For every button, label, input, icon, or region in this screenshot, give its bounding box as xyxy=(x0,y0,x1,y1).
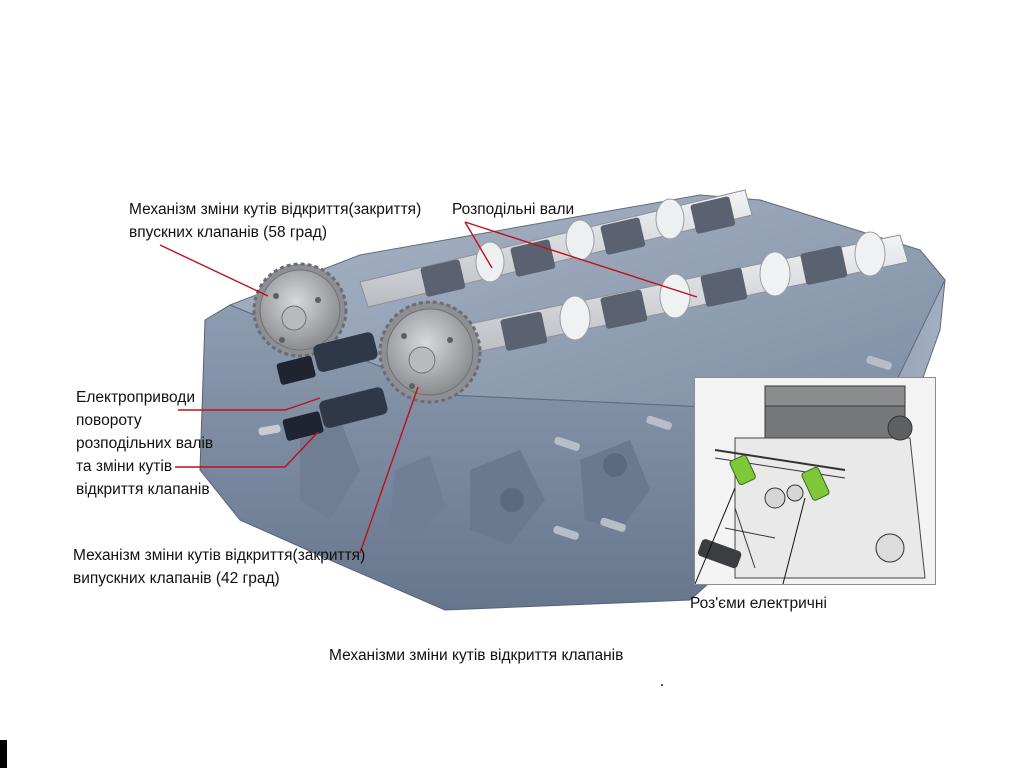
figure-caption: Механізми зміни кутів відкриття клапанів xyxy=(329,647,624,664)
label-actuators: Електроприводи повороту розподільних вал… xyxy=(76,386,213,501)
bearing-cap xyxy=(800,245,848,285)
cam-lobe xyxy=(659,273,691,319)
cam-lobe xyxy=(655,198,685,240)
label-camshafts: Розподільні вали xyxy=(452,201,575,218)
leader-lines xyxy=(159,221,698,554)
phaser-bolt xyxy=(273,293,279,299)
inset-rail xyxy=(714,449,846,471)
bearing-cap xyxy=(700,267,748,307)
label-exhaust-line2: випускних клапанів (42 град) xyxy=(73,570,280,587)
phaser-hub xyxy=(408,346,436,374)
bolt-hole xyxy=(603,453,627,477)
label-exhaust-mechanism: Механізм зміни кутів відкриття(закриття)… xyxy=(73,544,365,590)
connector-green-right xyxy=(801,466,830,501)
bearing-cap xyxy=(500,311,548,351)
leader-camshaft-rear xyxy=(464,221,493,269)
label-actuators-line3: розподільних валів xyxy=(76,435,214,452)
cam-lobe xyxy=(565,219,595,261)
bearing-cap xyxy=(600,217,646,255)
stud xyxy=(553,525,579,540)
inset-cover-top xyxy=(764,385,906,407)
inset-hub xyxy=(764,487,786,509)
phaser-bolt xyxy=(447,337,453,343)
leader-actuator-upper xyxy=(178,397,321,411)
inset-hub xyxy=(786,484,804,502)
camshaft-rear xyxy=(359,189,753,308)
label-actuators-line2: повороту xyxy=(76,412,142,429)
label-intake-line2: впускних клапанів (58 град) xyxy=(129,224,327,241)
bearing-cap xyxy=(420,259,466,297)
leader-actuator-lower xyxy=(175,431,319,468)
phaser-bolt xyxy=(401,333,407,339)
leader-camshaft-front xyxy=(464,221,698,298)
label-exhaust-line1: Механізм зміни кутів відкриття(закриття) xyxy=(73,547,366,564)
stud xyxy=(866,355,892,370)
label-actuators-line1: Електроприводи xyxy=(76,389,196,406)
stud xyxy=(258,424,281,436)
stray-dot xyxy=(661,684,663,686)
leader-intake-mechanism xyxy=(159,244,269,297)
inset-plug xyxy=(697,539,742,569)
bearing-cap xyxy=(600,289,648,329)
stud xyxy=(600,517,626,532)
phaser-bolt xyxy=(409,383,415,389)
label-connectors: Роз'єми електричні xyxy=(690,595,827,612)
inset-boss xyxy=(887,415,913,441)
inset-wire xyxy=(724,527,776,539)
phaser-bolt xyxy=(315,297,321,303)
cam-lobe xyxy=(559,295,591,341)
solenoid-lower xyxy=(319,387,388,428)
label-actuators-line4: та зміни кутів xyxy=(76,458,173,475)
phaser-hub xyxy=(281,305,307,331)
bolt-hole xyxy=(500,488,524,512)
connector-detail-drawing xyxy=(695,378,935,584)
solenoid-upper xyxy=(313,332,378,372)
inset-wire xyxy=(734,507,756,569)
cam-lobe xyxy=(854,231,886,277)
label-intake-mechanism: Механізм зміни кутів відкриття(закриття)… xyxy=(129,198,421,244)
connector-green-left xyxy=(729,454,756,486)
solenoid-actuators xyxy=(276,332,388,441)
head-cutout xyxy=(300,420,360,520)
camshaft-front xyxy=(439,231,909,359)
solenoid-lower-connector xyxy=(282,411,324,441)
head-cutout xyxy=(390,455,445,540)
label-intake-line1: Механізм зміни кутів відкриття(закриття) xyxy=(129,201,422,218)
solenoid-upper-connector xyxy=(276,355,316,385)
leader-exhaust-mechanism xyxy=(359,386,419,554)
connector-detail-inset xyxy=(694,377,936,585)
corner-mark xyxy=(0,740,7,768)
phaser-bolt xyxy=(279,337,285,343)
label-actuators-line5: відкриття клапанів xyxy=(76,481,210,498)
inset-boss xyxy=(875,533,905,563)
exhaust-cam-phaser xyxy=(378,300,482,404)
intake-cam-phaser xyxy=(252,262,348,358)
stud xyxy=(554,436,580,451)
inset-pointer xyxy=(782,497,806,584)
stud xyxy=(646,415,672,430)
bearing-cap xyxy=(510,239,556,277)
bearing-cap xyxy=(690,196,736,234)
inset-pointer xyxy=(695,487,736,584)
head-cutout xyxy=(580,440,650,530)
cam-lobe xyxy=(759,251,791,297)
